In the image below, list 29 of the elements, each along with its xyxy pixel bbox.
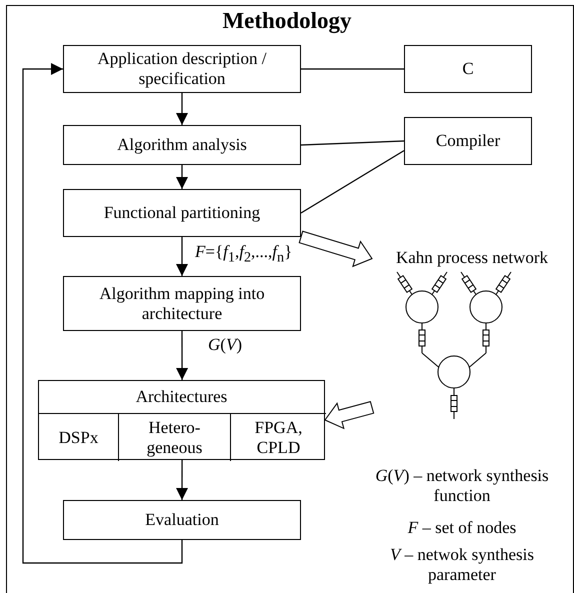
process-box: Evaluation [63,500,301,540]
arrow [22,63,183,564]
table-cell: Hetero- geneous [119,413,231,461]
note-text: V – netwok synthesis parameter [388,545,536,586]
hollow-block-arrow [298,230,373,268]
arrow [176,460,188,500]
diagram-title: Methodology [221,8,353,34]
arrow [176,331,188,380]
process-box: Compiler [404,117,532,165]
edge-label: G(V) [208,336,242,355]
note-text: G(V) – network synthesis function [374,466,550,507]
note-text: F – set of nodes [406,518,518,538]
group-heading: Architectures [134,387,228,407]
group-box [38,380,325,460]
table-cell: FPGA, CPLD [231,413,326,461]
connector-line [300,150,404,214]
table-cell: DSPx [39,413,119,461]
hollow-block-arrow [324,400,374,430]
connector-line [300,140,404,146]
process-box: Application description / specification [63,45,301,93]
connector-line [301,68,404,70]
process-box: Algorithm mapping into architecture [63,276,301,331]
process-box: Algorithm analysis [63,125,301,165]
process-box: Functional partitioning [63,189,301,237]
network-heading: Kahn process network [394,248,549,268]
arrow [176,93,188,125]
arrow [176,237,188,276]
arrow [176,165,188,189]
process-box: C [404,45,532,93]
